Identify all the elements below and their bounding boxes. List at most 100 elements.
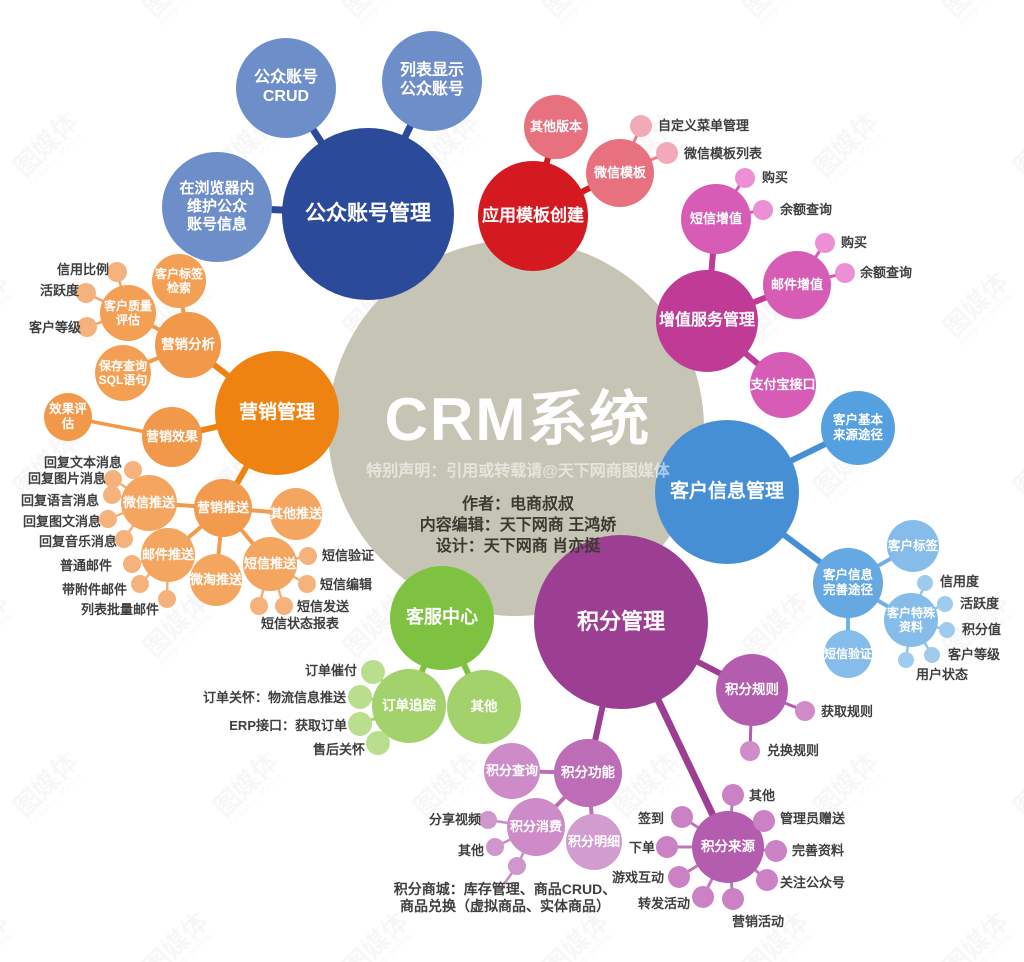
label-place-order: 下单 <box>628 840 655 856</box>
label-sms-send: 短信发送 <box>297 599 350 615</box>
dot-place-order <box>656 836 678 858</box>
label-reply-text: 回复文本消息 <box>43 455 122 471</box>
dot-sign-in <box>671 806 693 828</box>
dot-follow-account <box>756 869 778 891</box>
dot-template-list <box>656 142 678 164</box>
dot-exchange-rule <box>740 741 760 761</box>
dot-reply-text <box>124 461 142 479</box>
dot-sms-edit <box>298 575 316 593</box>
node-points-detail: 积分明细 <box>566 814 622 870</box>
dot-customer-level-blue <box>924 647 940 663</box>
node-other-version: 其他版本 <box>524 95 588 159</box>
label-reply-voice: 回复语言消息 <box>20 493 99 509</box>
dot-order-remind <box>361 660 385 684</box>
label-sms-buy: 购买 <box>762 170 789 186</box>
dot-batch-mail <box>158 590 176 608</box>
node-wechat-template: 微信模板 <box>586 139 654 207</box>
node-points-query: 积分查询 <box>484 743 540 799</box>
node-value-added-service-hub: 增值服务管理 <box>656 270 758 372</box>
label-erp-interface: ERP接口：获取订单 <box>229 718 347 734</box>
node-sms-value-added: 短信增值 <box>681 184 751 254</box>
label-exchange-rule: 兑换规则 <box>767 743 820 759</box>
label-reply-image: 回复图片消息 <box>27 471 106 487</box>
node-mail-push: 邮件推送 <box>141 528 195 582</box>
node-points-management-hub: 积分管理 <box>534 535 708 709</box>
dot-points-value <box>939 622 955 638</box>
dot-sms-buy <box>735 168 755 188</box>
label-sms-report: 短信状态报表 <box>261 616 340 632</box>
dot-custom-menu <box>630 115 652 137</box>
node-customer-tag: 客户标签 <box>887 520 939 572</box>
label-user-status: 用户状态 <box>915 667 969 683</box>
label-points-mall: 积分商城：库存管理、商品CRUD、 商品兑换（虚拟商品、实体商品） <box>393 881 617 914</box>
node-marketing-effect: 营销效果 <box>142 407 202 467</box>
label-mail-buy: 购买 <box>841 235 868 251</box>
node-marketing-analysis: 营销分析 <box>155 312 221 378</box>
dot-credit-degree <box>917 575 933 591</box>
node-alipay-interface: 支付宝接口 <box>750 352 816 418</box>
dot-sms-balance <box>753 200 773 220</box>
dot-reply-voice <box>103 486 121 504</box>
dot-reply-image <box>104 470 122 488</box>
label-level: 客户等级 <box>28 320 81 336</box>
label-marketing-activity: 营销活动 <box>731 914 785 930</box>
node-public-account-management-hub: 公众账号管理 <box>282 128 454 300</box>
dot-level-orange <box>77 317 97 337</box>
node-customer-info-management-hub: 客户信息管理 <box>655 420 799 564</box>
node-public-account-crud: 公众账号 CRUD <box>236 38 336 138</box>
label-mail-balance: 余额查询 <box>860 265 913 281</box>
dot-logistics-push <box>348 685 372 709</box>
label-attachment-mail: 带附件邮件 <box>61 582 127 598</box>
label-active-degree: 活跃度 <box>960 596 1000 612</box>
label-reply-music: 回复音乐消息 <box>38 534 117 550</box>
label-credit-degree: 信用度 <box>940 574 980 590</box>
dot-mail-balance <box>835 263 855 283</box>
dot-normal-mail <box>123 555 141 573</box>
node-other-push: 其他推送 <box>270 488 322 540</box>
node-customer-info-improve: 客户信息 完善途径 <box>813 548 883 618</box>
label-get-rule: 获取规则 <box>821 704 874 720</box>
node-order-tracking: 订单追踪 <box>372 669 446 743</box>
label-source-other: 其他 <box>749 788 776 804</box>
label-complete-profile: 完善资料 <box>792 843 845 859</box>
label-credit-ratio: 信用比例 <box>56 262 109 278</box>
node-points-source: 积分来源 <box>692 811 764 883</box>
label-sms-edit: 短信编辑 <box>320 577 373 593</box>
dot-forward-activity <box>692 886 714 908</box>
label-admin-gift: 管理员赠送 <box>780 811 846 827</box>
label-logistics-push: 订单关怀：物流信息推送 <box>202 690 346 706</box>
dot-share-video <box>479 811 497 829</box>
node-app-template-creation-hub: 应用模板创建 <box>478 161 588 271</box>
label-game-interact: 游戏互动 <box>611 870 664 886</box>
node-customer-quality-evaluation: 客户质量 评估 <box>100 285 156 341</box>
label-wechat-template-list: 微信模板列表 <box>684 146 763 162</box>
dot-sms-send <box>275 597 293 615</box>
dot-activity-orange <box>76 283 96 303</box>
node-list-display-public-account: 列表显示 公众账号 <box>382 31 482 131</box>
dot-reply-richtext <box>99 510 117 528</box>
node-customer-special-data: 客户特殊 资料 <box>884 593 938 647</box>
label-reply-richtext: 回复图文消息 <box>22 514 101 530</box>
node-points-function: 积分功能 <box>554 739 622 807</box>
node-sms-verification-blue: 短信验证 <box>824 630 872 678</box>
label-customer-level-blue: 客户等级 <box>948 647 1001 663</box>
label-activity: 活跃度 <box>39 283 79 299</box>
node-customer-basic-source: 客户基本 来源途径 <box>821 391 895 465</box>
dot-mail-buy <box>815 233 835 253</box>
label-batch-mail: 列表批量邮件 <box>80 602 159 618</box>
node-service-other: 其他 <box>447 670 521 744</box>
label-custom-menu-management: 自定义菜单管理 <box>658 118 750 134</box>
label-sms-balance: 余额查询 <box>780 202 833 218</box>
node-weitao-push: 微淘推送 <box>190 554 242 606</box>
label-order-remind: 订单催付 <box>304 663 357 679</box>
node-effect-evaluation: 效果评估 <box>44 393 92 441</box>
label-consume-other: 其他 <box>457 843 484 859</box>
node-customer-tag-search: 客户标签 检索 <box>152 254 206 308</box>
node-points-rules: 积分规则 <box>716 654 788 726</box>
dot-user-status <box>898 652 914 668</box>
dot-aftersale-care <box>366 731 390 755</box>
label-follow-account: 关注公众号 <box>780 875 846 891</box>
label-forward-activity: 转发活动 <box>637 896 690 912</box>
dot-erp-interface <box>348 712 372 736</box>
